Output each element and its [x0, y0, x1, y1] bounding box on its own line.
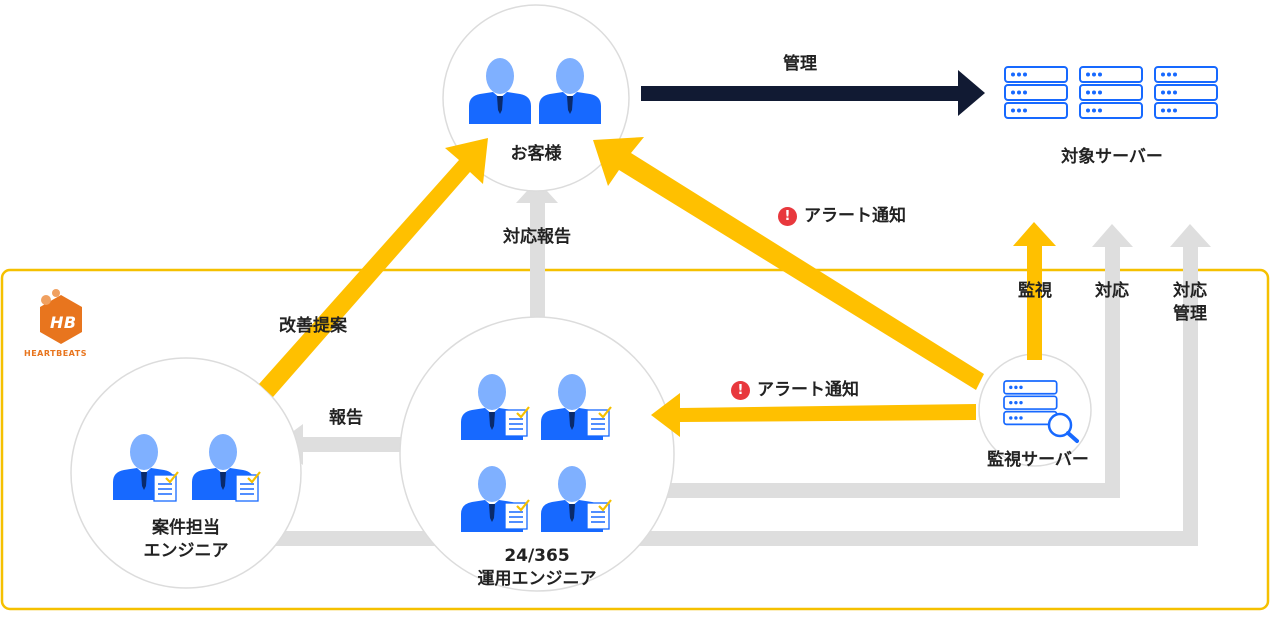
alert-top-label: ! アラート通知 — [778, 205, 906, 227]
manage-arrow — [641, 70, 985, 116]
yellow-arrows — [259, 137, 1056, 437]
ops-engineer-label-1: 24/365 — [504, 546, 570, 566]
monitor-label: 監視 — [1018, 281, 1052, 301]
alert-icon: ! — [778, 207, 797, 226]
respond-manage-label-1: 対応 — [1173, 281, 1207, 301]
customer-node — [442, 4, 630, 192]
case-engineer-label-1: 案件担当 — [152, 518, 220, 538]
customer-label: お客様 — [510, 144, 562, 164]
target-servers-label: 対象サーバー — [1061, 147, 1163, 167]
alert-top-text: アラート通知 — [804, 206, 906, 226]
ops-engineer-label-2: 運用エンジニア — [477, 569, 597, 589]
alert-mid-label: ! アラート通知 — [731, 379, 859, 401]
monitoring-server-icon — [1003, 380, 1079, 443]
response-report-label: 対応報告 — [503, 227, 571, 247]
alert-mid-text: アラート通知 — [757, 380, 859, 400]
monitoring-server-label: 監視サーバー — [987, 450, 1089, 470]
team-frame — [0, 268, 1270, 611]
heartbeats-logo — [40, 289, 82, 344]
case-engineer-label-2: エンジニア — [143, 541, 229, 561]
improvement-label: 改善提案 — [279, 316, 347, 336]
logo-name: HEARTBEATS — [24, 349, 87, 358]
report-label: 報告 — [329, 408, 363, 428]
respond-label: 対応 — [1095, 281, 1129, 301]
respond-manage-label-2: 管理 — [1173, 304, 1207, 324]
alert-icon: ! — [731, 381, 750, 400]
target-servers-icon — [1004, 66, 1218, 119]
case-engineer-node — [70, 357, 302, 589]
logo-mark: HB — [50, 313, 77, 332]
manage-label: 管理 — [783, 54, 817, 74]
